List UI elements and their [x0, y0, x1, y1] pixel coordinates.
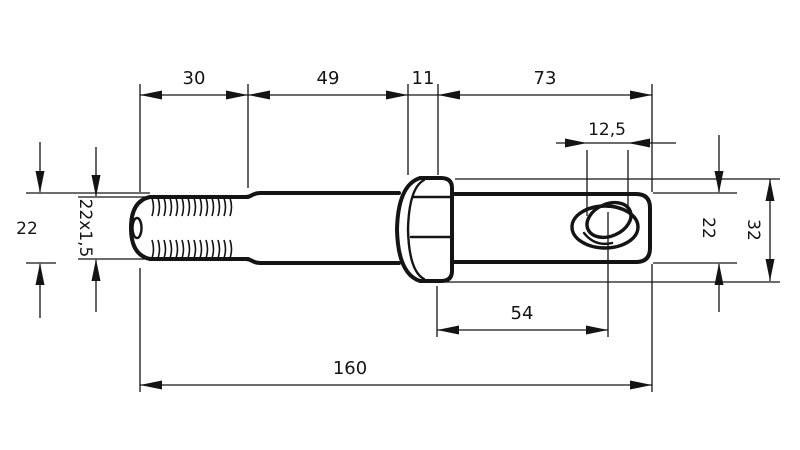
body-section	[450, 192, 652, 264]
label-dia-collar: 32	[743, 219, 763, 241]
dimension-arrows	[35, 90, 775, 390]
label-len73: 73	[534, 68, 557, 89]
label-dia-left: 22	[16, 219, 38, 239]
hole-inner-ellipse	[585, 200, 633, 240]
label-dia-right: 22	[698, 217, 718, 239]
thread-hatching	[151, 197, 233, 259]
label-hole-width: 12,5	[588, 120, 626, 140]
collar-section	[395, 176, 454, 283]
label-len160: 160	[333, 358, 367, 379]
hole-bottom-arc	[582, 231, 614, 246]
dimension-lines	[39, 94, 771, 386]
thread-end-face	[131, 216, 143, 240]
dimension-labels: 30 49 11 73 12,5 54 160 22 22x1,5 22 32	[16, 68, 763, 379]
shaft-section	[244, 191, 401, 265]
label-len49: 49	[317, 68, 340, 89]
extension-lines	[26, 84, 780, 392]
label-len11: 11	[412, 68, 435, 89]
label-len54: 54	[511, 303, 534, 324]
label-thread-spec: 22x1,5	[75, 199, 95, 258]
label-len30: 30	[183, 68, 206, 89]
part-outline	[129, 176, 652, 283]
thread-section	[129, 195, 250, 261]
